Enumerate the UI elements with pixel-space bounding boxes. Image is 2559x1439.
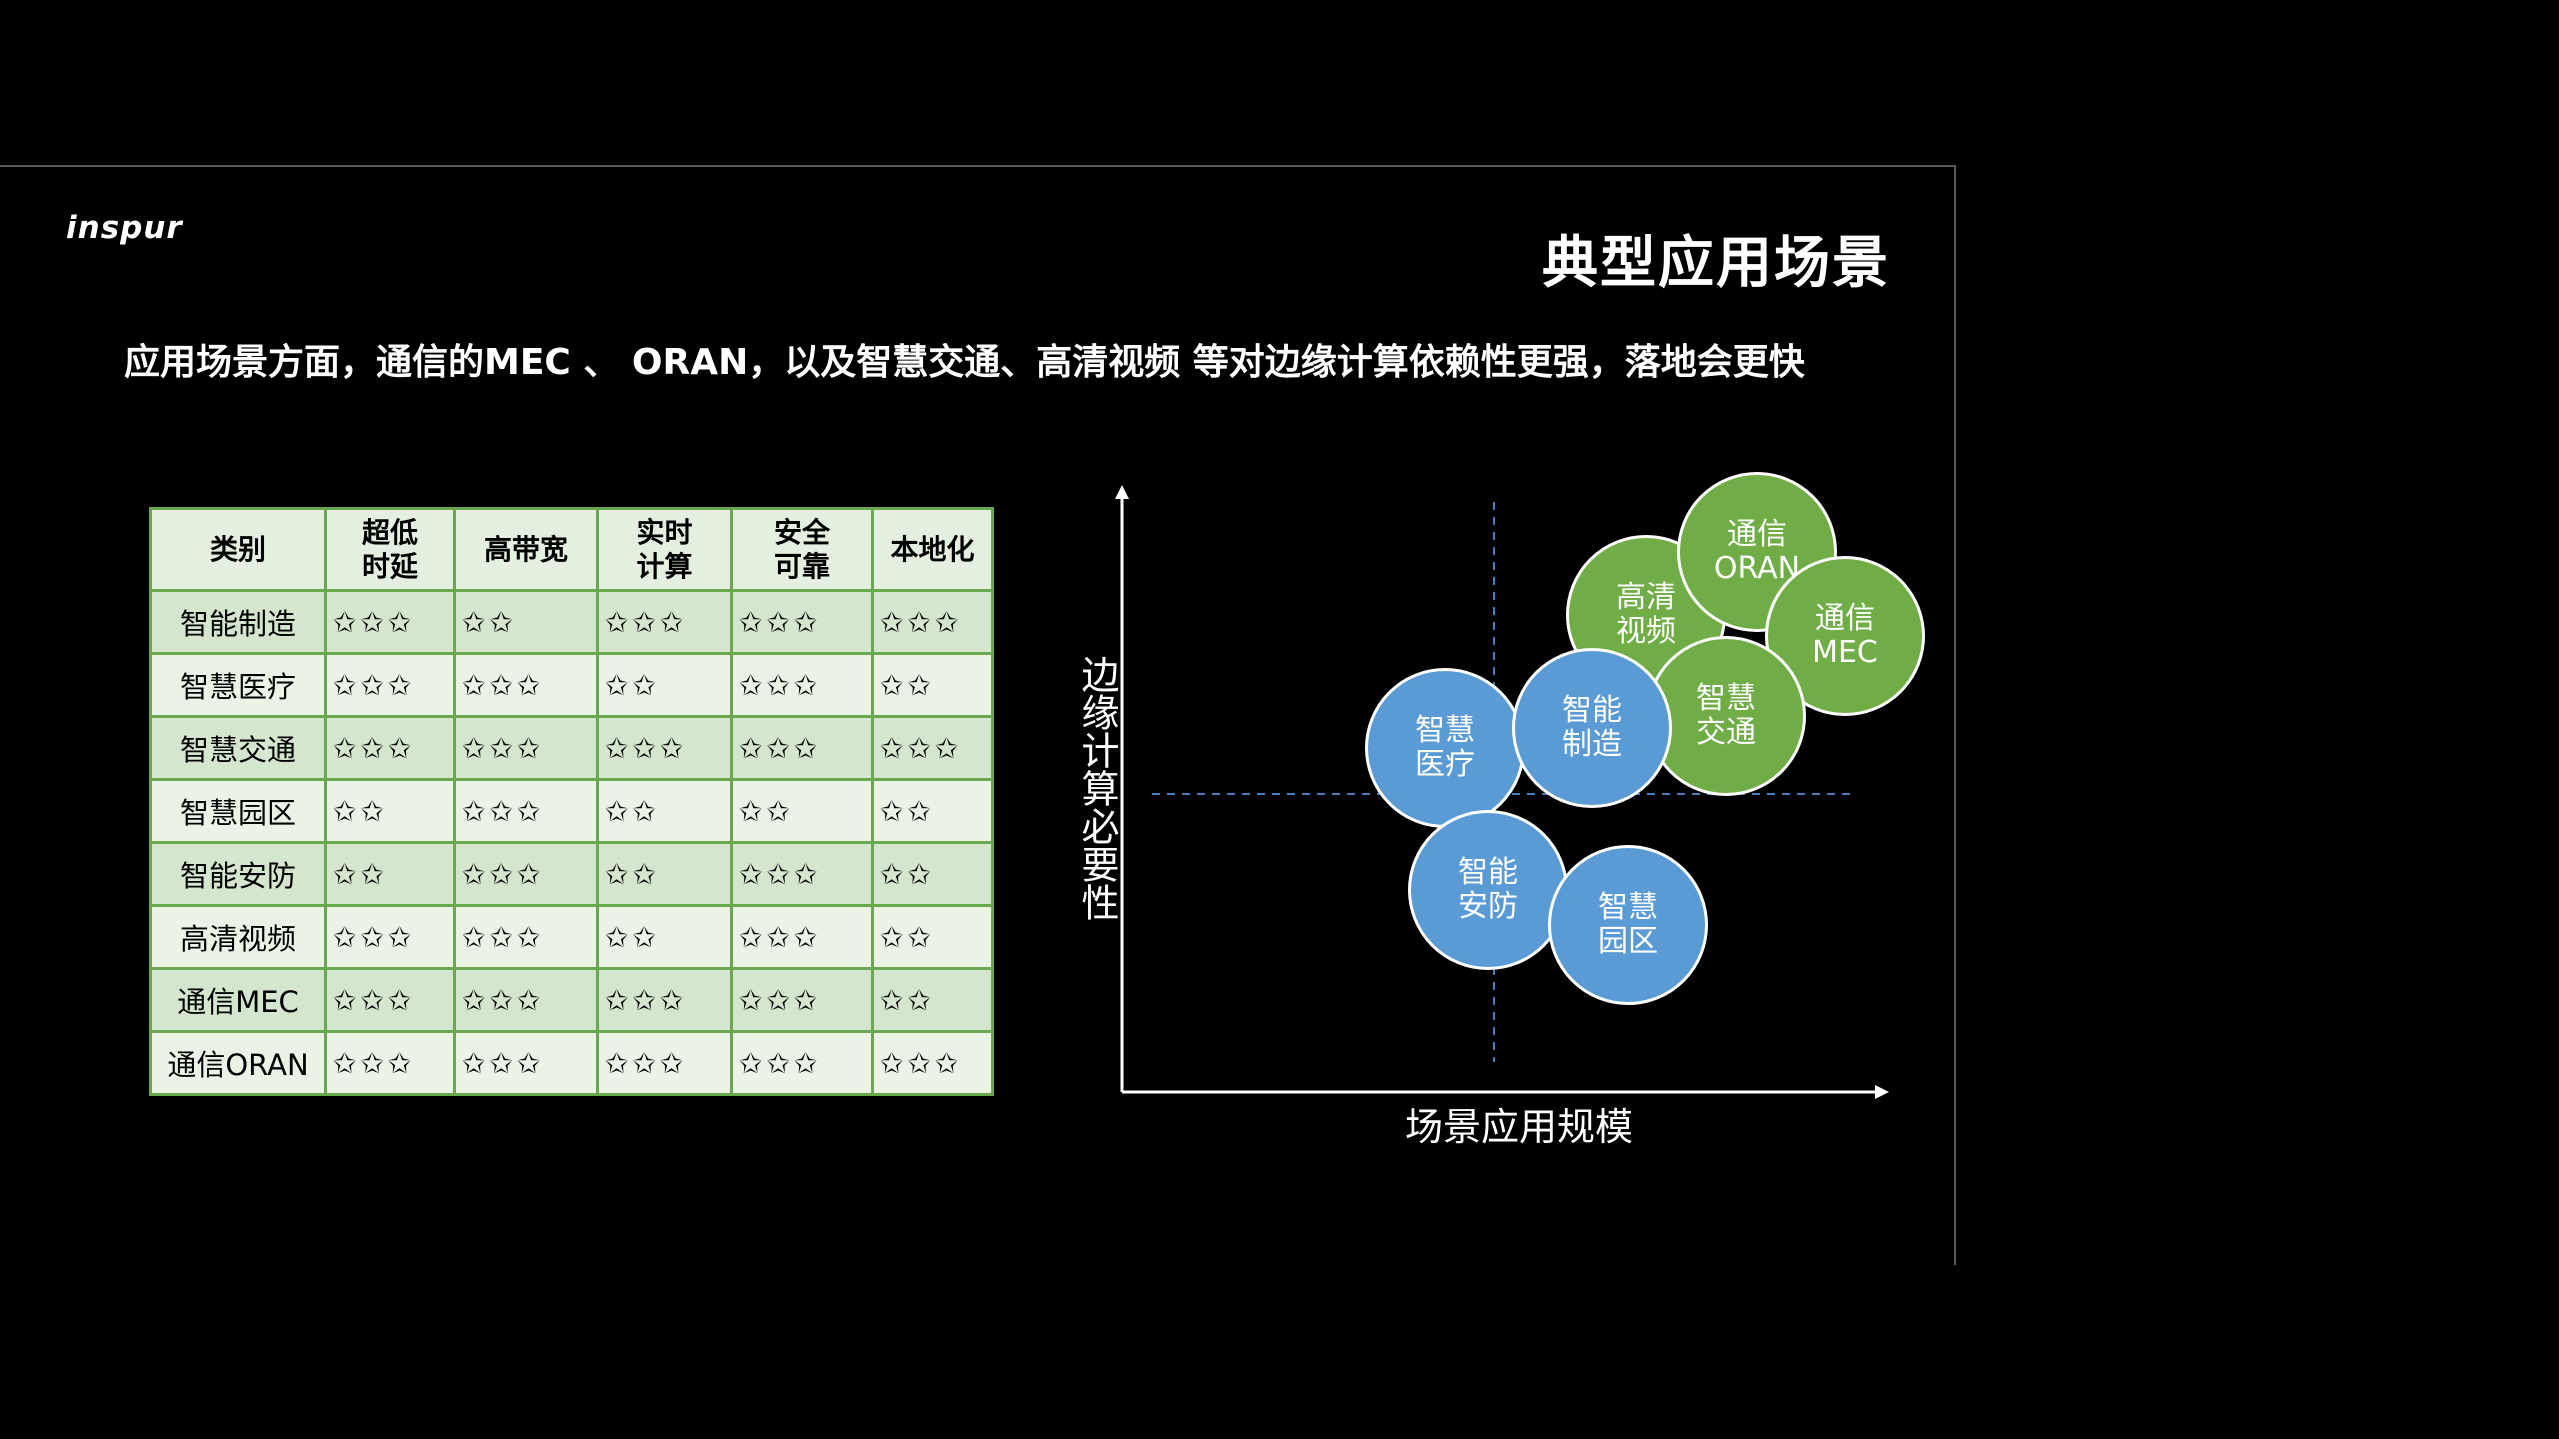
star-rating-cell: ✩✩✩ bbox=[730, 841, 874, 907]
star-rating-cell: ✩✩ bbox=[596, 841, 733, 907]
star-rating-cell: ✩✩✩ bbox=[324, 652, 456, 718]
row-category: 通信ORAN bbox=[149, 1030, 327, 1096]
bubble-1: 智能 制造 bbox=[1512, 648, 1672, 808]
page-title: 典型应用场景 bbox=[1542, 231, 1890, 296]
header-category: 类别 bbox=[149, 507, 327, 592]
star-rating-cell: ✩✩ bbox=[596, 778, 733, 844]
page-subtitle: 应用场景方面，通信的MEC 、 ORAN，以及智慧交通、高清视频 等对边缘计算依… bbox=[124, 342, 1805, 383]
bubble-label: 智能 制造 bbox=[1562, 693, 1622, 762]
header-high-bandwidth: 高带宽 bbox=[453, 507, 599, 592]
table-row: 智能安防✩✩✩✩✩✩✩✩✩✩✩✩ bbox=[149, 841, 994, 907]
header-localization: 本地化 bbox=[871, 507, 994, 592]
header-text: 安全可靠 bbox=[773, 515, 830, 583]
star-rating-cell: ✩✩ bbox=[871, 778, 994, 844]
x-axis-label: 场景应用规模 bbox=[1405, 1105, 1634, 1149]
star-rating-cell: ✩✩ bbox=[596, 652, 733, 718]
bubble-label: 高清 视频 bbox=[1616, 580, 1676, 649]
row-category: 智能制造 bbox=[149, 589, 327, 655]
bubble-label: 通信 ORAN bbox=[1713, 517, 1801, 586]
star-rating-cell: ✩✩✩ bbox=[730, 1030, 874, 1096]
y-axis-label: 边缘计算必要性 bbox=[1075, 655, 1119, 921]
row-category: 智慧交通 bbox=[149, 715, 327, 781]
star-rating-cell: ✩✩✩ bbox=[453, 841, 599, 907]
star-rating-cell: ✩✩✩ bbox=[730, 904, 874, 970]
table-row: 通信ORAN✩✩✩✩✩✩✩✩✩✩✩✩✩✩✩ bbox=[149, 1030, 994, 1096]
row-category: 智能安防 bbox=[149, 841, 327, 907]
bubble-label: 智慧 医疗 bbox=[1415, 713, 1475, 782]
star-rating-cell: ✩✩✩ bbox=[730, 967, 874, 1033]
star-rating-cell: ✩✩✩ bbox=[596, 967, 733, 1033]
star-rating-cell: ✩✩✩ bbox=[871, 715, 994, 781]
star-rating-cell: ✩✩✩ bbox=[730, 652, 874, 718]
table-row: 智慧园区✩✩✩✩✩✩✩✩✩✩✩ bbox=[149, 778, 994, 844]
star-rating-cell: ✩✩✩ bbox=[453, 778, 599, 844]
star-rating-cell: ✩✩✩ bbox=[324, 589, 456, 655]
star-rating-cell: ✩✩✩ bbox=[596, 1030, 733, 1096]
table-row: 智慧交通✩✩✩✩✩✩✩✩✩✩✩✩✩✩✩ bbox=[149, 715, 994, 781]
star-rating-cell: ✩✩ bbox=[730, 778, 874, 844]
inspur-logo: inspur bbox=[66, 210, 183, 246]
bubble-label: 智能 安防 bbox=[1458, 855, 1518, 924]
star-rating-cell: ✩✩ bbox=[596, 904, 733, 970]
bubble-label: 智慧 交通 bbox=[1696, 681, 1756, 750]
star-rating-cell: ✩✩✩ bbox=[730, 715, 874, 781]
table-row: 通信MEC✩✩✩✩✩✩✩✩✩✩✩✩✩✩ bbox=[149, 967, 994, 1033]
bubble-5: 通信 ORAN bbox=[1677, 472, 1837, 632]
star-rating-cell: ✩✩✩ bbox=[453, 1030, 599, 1096]
star-rating-cell: ✩✩✩ bbox=[453, 904, 599, 970]
table-header-row: 类别 超低时延 高带宽 实时计算 安全可靠 本地化 bbox=[149, 507, 994, 592]
star-rating-cell: ✩✩✩ bbox=[453, 715, 599, 781]
bubble-0: 智慧 医疗 bbox=[1365, 668, 1525, 828]
star-rating-cell: ✩✩ bbox=[871, 967, 994, 1033]
star-rating-cell: ✩✩✩ bbox=[730, 589, 874, 655]
star-rating-cell: ✩✩ bbox=[871, 904, 994, 970]
bubble-2: 智能 安防 bbox=[1408, 810, 1568, 970]
star-rating-cell: ✩✩ bbox=[871, 841, 994, 907]
bubble-label: 智慧 园区 bbox=[1598, 890, 1658, 959]
row-category: 智慧医疗 bbox=[149, 652, 327, 718]
header-security: 安全可靠 bbox=[730, 507, 874, 592]
star-rating-cell: ✩✩✩ bbox=[871, 1030, 994, 1096]
star-rating-cell: ✩✩✩ bbox=[324, 904, 456, 970]
slide-frame bbox=[0, 165, 1956, 1265]
star-rating-cell: ✩✩✩ bbox=[596, 589, 733, 655]
star-rating-cell: ✩✩✩ bbox=[453, 652, 599, 718]
star-rating-cell: ✩✩✩ bbox=[596, 715, 733, 781]
star-rating-cell: ✩✩✩ bbox=[324, 1030, 456, 1096]
table-row: 高清视频✩✩✩✩✩✩✩✩✩✩✩✩✩ bbox=[149, 904, 994, 970]
star-rating-cell: ✩✩ bbox=[324, 778, 456, 844]
star-rating-cell: ✩✩✩ bbox=[324, 715, 456, 781]
star-rating-cell: ✩✩ bbox=[453, 589, 599, 655]
header-text: 类别 bbox=[209, 532, 266, 566]
scenario-requirements-table: 类别 超低时延 高带宽 实时计算 安全可靠 本地化 智能制造✩✩✩✩✩✩✩✩✩✩… bbox=[149, 507, 994, 1096]
star-rating-cell: ✩✩✩ bbox=[453, 967, 599, 1033]
star-rating-cell: ✩✩✩ bbox=[324, 967, 456, 1033]
row-category: 智慧园区 bbox=[149, 778, 327, 844]
header-text: 实时计算 bbox=[636, 515, 693, 583]
star-rating-cell: ✩✩ bbox=[324, 841, 456, 907]
header-text: 高带宽 bbox=[483, 532, 568, 566]
header-realtime-compute: 实时计算 bbox=[596, 507, 733, 592]
header-ultra-low-latency: 超低时延 bbox=[324, 507, 456, 592]
table-row: 智能制造✩✩✩✩✩✩✩✩✩✩✩✩✩✩ bbox=[149, 589, 994, 655]
star-rating-cell: ✩✩✩ bbox=[871, 589, 994, 655]
row-category: 高清视频 bbox=[149, 904, 327, 970]
row-category: 通信MEC bbox=[149, 967, 327, 1033]
star-rating-cell: ✩✩ bbox=[871, 652, 994, 718]
header-text: 本地化 bbox=[890, 532, 975, 566]
table-row: 智慧医疗✩✩✩✩✩✩✩✩✩✩✩✩✩ bbox=[149, 652, 994, 718]
header-text: 超低时延 bbox=[361, 515, 418, 583]
bubble-label: 通信 MEC bbox=[1812, 601, 1878, 670]
table-body: 智能制造✩✩✩✩✩✩✩✩✩✩✩✩✩✩智慧医疗✩✩✩✩✩✩✩✩✩✩✩✩✩智慧交通✩… bbox=[149, 589, 994, 1096]
bubble-3: 智慧 园区 bbox=[1548, 845, 1708, 1005]
